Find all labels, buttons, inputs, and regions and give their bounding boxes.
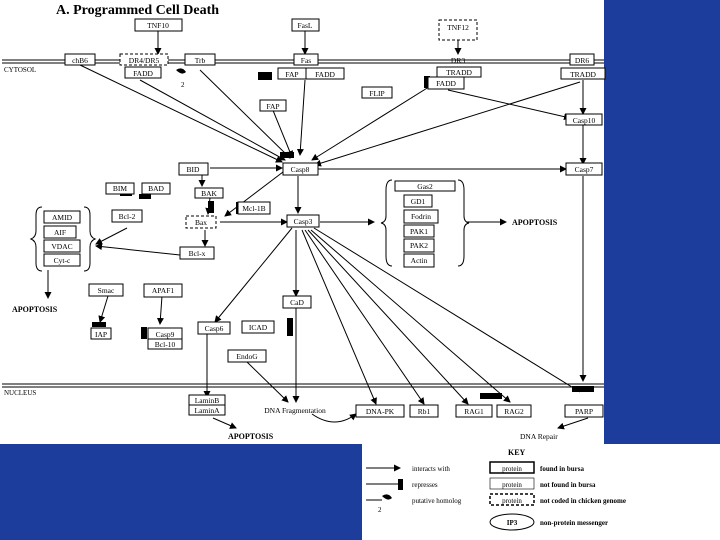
- legend-homolog-label: putative homolog: [412, 497, 462, 505]
- nucleus-label: NUCLEUS: [4, 389, 36, 397]
- node-smac: Smac: [98, 286, 115, 295]
- legend-represses-label: represses: [412, 481, 438, 489]
- homolog-marker: 2: [181, 81, 185, 89]
- node-laminb: LaminB: [195, 396, 220, 405]
- node-bclx: Bcl-x: [189, 249, 206, 258]
- legend: KEY interacts with protein found in burs…: [366, 448, 626, 531]
- node-rag2: RAG2: [504, 407, 524, 416]
- legend-notfound-meaning: not found in bursa: [540, 481, 596, 489]
- legend-represses-bar: [398, 479, 403, 490]
- node-fadd-3: FADD: [436, 79, 456, 88]
- node-bcl10: Bcl-10: [155, 340, 176, 349]
- node-amid: AMID: [52, 213, 73, 222]
- node-bid: BID: [187, 165, 201, 174]
- node-trb: Trb: [195, 56, 206, 65]
- legend-messenger-meaning: non-protein messenger: [540, 519, 608, 527]
- node-bak: BAK: [201, 189, 217, 198]
- homolog-symbol-icon: [176, 68, 186, 74]
- node-flip: FLIP: [369, 89, 384, 98]
- node-fadd-2: FADD: [315, 70, 335, 79]
- node-casp9: Casp9: [156, 330, 175, 339]
- node-endog: EndoG: [236, 352, 258, 361]
- node-chb6: chB6: [72, 56, 88, 65]
- node-casp8: Casp8: [291, 165, 310, 174]
- node-tradd: TRADD: [446, 68, 472, 77]
- node-casp7: Casp7: [575, 165, 594, 174]
- repression-bars: [92, 72, 594, 399]
- legend-title: KEY: [508, 448, 526, 457]
- node-bim: BIM: [113, 184, 128, 193]
- node-fodrin: Fodrin: [411, 212, 431, 221]
- node-gas2: Gas2: [417, 182, 433, 191]
- node-icad: ICAD: [249, 323, 268, 332]
- legend-homolog-icon: [382, 494, 392, 500]
- node-dr3: DR3: [451, 56, 465, 65]
- node-cad: CaD: [290, 298, 304, 307]
- node-bad: BAD: [148, 184, 164, 193]
- group-brackets: [29, 179, 470, 272]
- node-aif: AIF: [54, 228, 66, 237]
- legend-found-box-label: protein: [502, 465, 522, 473]
- node-tradd-2: TRADD: [570, 70, 596, 79]
- legend-messenger-oval: [489, 513, 535, 531]
- outcome-apoptosis-bottom: APOPTOSIS: [228, 432, 274, 441]
- node-fap: FAP: [285, 70, 298, 79]
- legend-notfound-box-label: protein: [502, 481, 522, 489]
- node-rb1: Rb1: [418, 407, 431, 416]
- node-vdac: VDAC: [51, 242, 72, 251]
- node-rag1: RAG1: [464, 407, 484, 416]
- node-bax: Bax: [195, 218, 207, 227]
- legend-notcoded-box: [489, 493, 535, 506]
- node-apaf1: APAF1: [152, 286, 174, 295]
- diagram-title: A. Programmed Cell Death: [56, 3, 219, 18]
- node-fadd-1: FADD: [133, 69, 153, 78]
- node-lamina: LaminA: [195, 406, 221, 415]
- key-panel: [362, 444, 720, 540]
- node-boxes: [43, 18, 606, 418]
- outcome-apoptosis-right: APOPTOSIS: [512, 218, 558, 227]
- node-cytc: Cyt-c: [54, 256, 71, 265]
- outcome-dna-repair: DNA Repair: [520, 432, 558, 441]
- node-mcl1b: Mcl-1B: [242, 204, 265, 213]
- node-pak1: PAK1: [410, 227, 428, 236]
- node-fasl: FasL: [298, 21, 313, 30]
- outcome-apoptosis-left: APOPTOSIS: [12, 305, 58, 314]
- node-casp6: Casp6: [205, 324, 224, 333]
- node-fap-2: FAP: [266, 102, 279, 111]
- node-casp10: Casp10: [573, 116, 596, 125]
- node-dnapk: DNA-PK: [366, 407, 395, 416]
- legend-notcoded-box-label: protein: [502, 497, 522, 505]
- node-pak2: PAK2: [410, 241, 428, 250]
- node-iap: IAP: [95, 330, 107, 339]
- legend-homolog-marker: 2: [378, 506, 382, 514]
- interaction-edges: [44, 30, 589, 430]
- node-dr6: DR6: [575, 56, 589, 65]
- node-actin: Actin: [411, 256, 428, 265]
- nucleus-boundary: [2, 383, 604, 388]
- node-gd1: GD1: [411, 197, 426, 206]
- node-fas: Fas: [301, 56, 312, 65]
- node-casp3: Casp3: [294, 217, 313, 226]
- node-dna-fragmentation: DNA Fragmentation: [264, 406, 326, 415]
- legend-notcoded-meaning: not coded in chicken genome: [540, 497, 626, 505]
- node-tnf10: TNF10: [147, 21, 169, 30]
- legend-found-meaning: found in bursa: [540, 465, 584, 473]
- legend-messenger-label: IP3: [507, 519, 518, 527]
- legend-interacts-label: interacts with: [412, 465, 450, 473]
- legend-found-box: [489, 461, 535, 474]
- node-bcl2: Bcl-2: [119, 212, 136, 221]
- node-tnf12: TNF12: [447, 23, 469, 32]
- legend-notfound-box: [489, 477, 535, 490]
- node-dr4dr5: DR4/DR5: [129, 56, 160, 65]
- node-parp: PARP: [575, 407, 593, 416]
- cytosol-label: CYTOSOL: [4, 66, 36, 74]
